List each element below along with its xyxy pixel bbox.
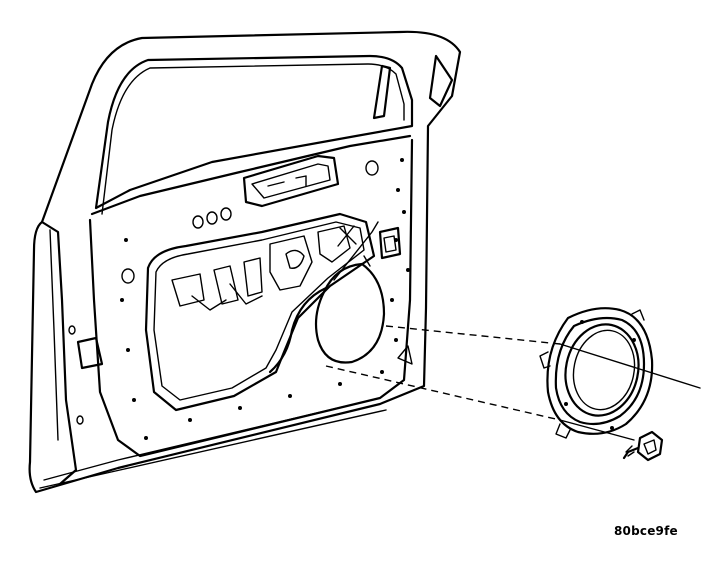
mounting-screw [622, 430, 664, 462]
handle-recess [242, 154, 340, 208]
door-speaker-opening [314, 255, 413, 365]
alignment-lines [325, 325, 701, 441]
access-opening [144, 212, 402, 412]
speaker-assembly [539, 307, 654, 439]
figure-reference-code: 80bce9fe [614, 524, 678, 538]
inner-panel-holes [68, 158, 410, 440]
door-outer-panel [28, 30, 462, 494]
